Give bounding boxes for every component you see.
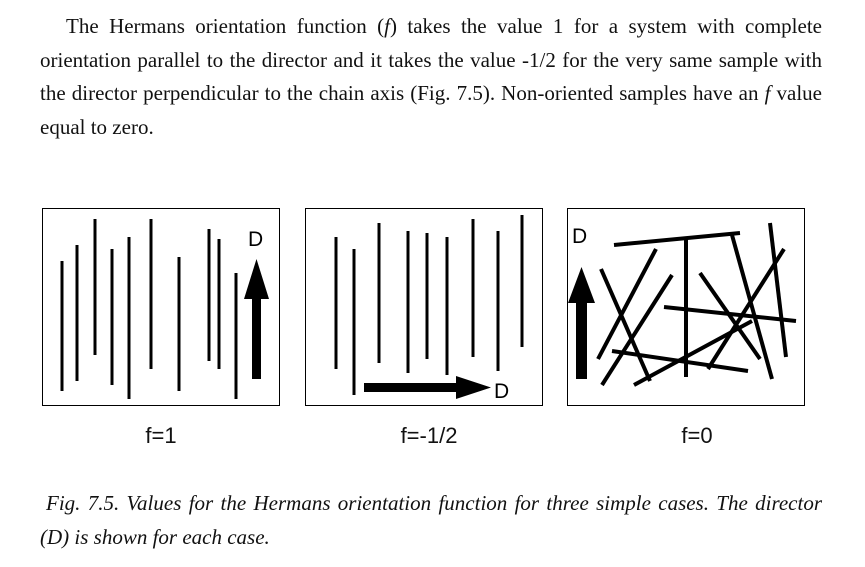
chain-line [663,305,797,323]
paragraph-f-symbol: f [384,14,390,38]
panel-value-label: f=0 [681,423,713,448]
panel-value-label: f=-1/2 [400,423,458,448]
chain-line [633,319,753,387]
panel-parallel: D [42,208,280,406]
figure-caption: Fig. 7.5. Values for the Hermans orienta… [40,487,822,554]
director-label: D [494,380,509,403]
director-arrow [568,267,595,379]
panel-value-label: f=1 [145,423,177,448]
figure-caption-text: Fig. 7.5. Values for the Hermans orienta… [40,491,822,549]
chain-line [730,234,774,380]
panel-parallel-drawing: D [60,219,269,399]
body-paragraph: The Hermans orientation function (f) tak… [40,10,822,144]
director-label: D [248,228,263,251]
chain-line [768,222,788,358]
director-arrow [364,376,491,399]
chain-line [600,273,674,387]
director-arrow [244,259,269,379]
chain-line [613,231,741,247]
paragraph-f-symbol-2: f [764,81,771,105]
chain-line [596,248,658,360]
paragraph-part-1: The Hermans orientation function ( [66,14,385,38]
chain-line [706,247,786,371]
chain-line [599,268,652,382]
panel-perpendicular: D [305,208,543,406]
panel-random-drawing: D [568,222,797,387]
panel-perpendicular-drawing: D [334,215,524,403]
paragraph-part-3: value equal to zero. [40,81,822,139]
paragraph-part-2: ) takes the value 1 for a system with co… [40,14,822,105]
director-label: D [572,225,587,248]
panel-random: D [567,208,805,406]
